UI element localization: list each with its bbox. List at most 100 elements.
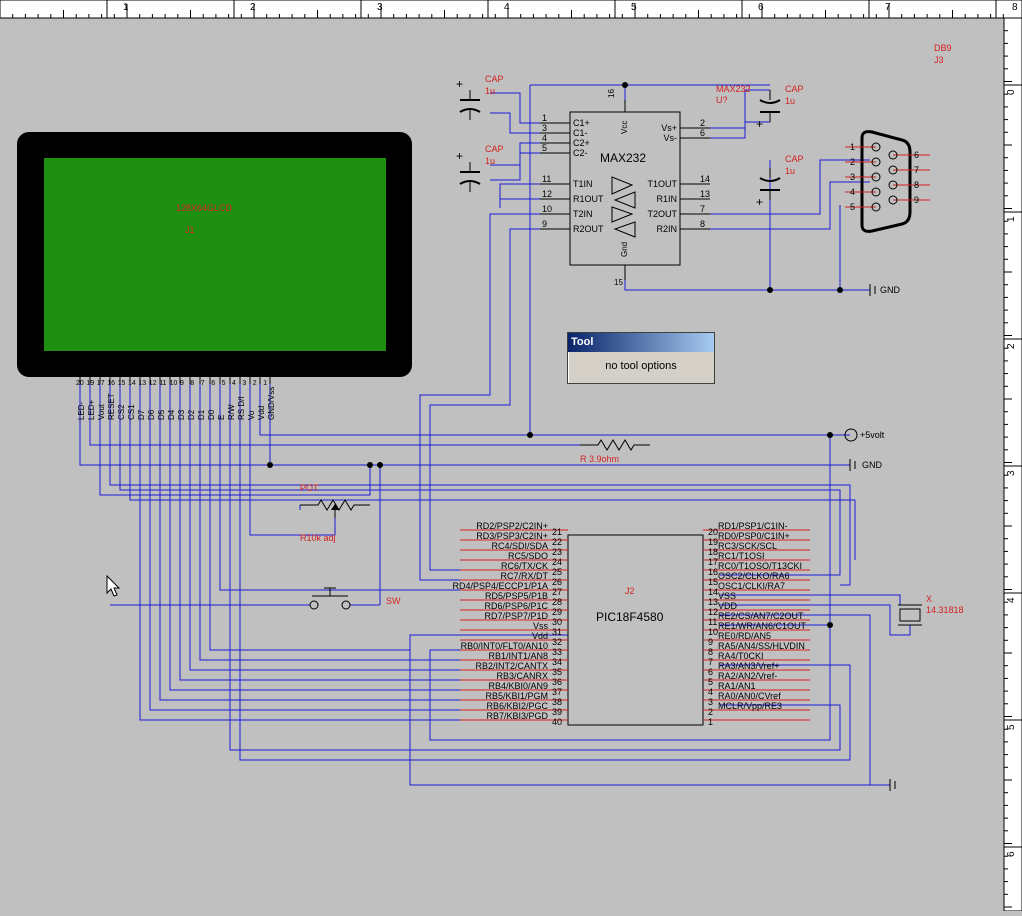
pic-pin-number: 2 (708, 707, 713, 717)
svg-text:R 3.9ohm: R 3.9ohm (580, 454, 619, 464)
pic-pin-name: MCLR/Vpp/RE3 (718, 701, 782, 711)
max232-pin-name: T2OUT (647, 209, 677, 219)
pic-pin-name: VDD (718, 601, 738, 611)
max232-gnd-label: Gnd (620, 242, 629, 257)
max232-driver-icons (611, 176, 636, 238)
crystal-oscillator[interactable]: X 14.31818 (898, 594, 964, 626)
svg-text:X: X (926, 594, 932, 604)
max232-pin-name: R1IN (656, 194, 677, 204)
pic-pin-name: VSS (718, 591, 736, 601)
push-switch[interactable]: SW (309, 587, 401, 610)
lcd-pin-label: D0 (207, 409, 216, 420)
gnd-symbol-main[interactable]: GND (849, 459, 883, 471)
pic-pin-name: RB3/CANRX (496, 671, 548, 681)
ruler-right-label: 5 (1006, 724, 1017, 730)
lcd-pin-number: 15 (118, 380, 126, 387)
max232-pin-name: R2IN (656, 224, 677, 234)
max232-pin-name: Vs- (664, 133, 678, 143)
max232-pin-number: 11 (542, 174, 551, 184)
gnd-symbol-pic[interactable] (889, 779, 896, 791)
pic-pin-name: RD3/PSP3/C2IN+ (476, 531, 548, 541)
pic-pin-number: 26 (552, 577, 562, 587)
plus-icon: + (756, 117, 763, 131)
pic-pin-name: RD5/PSP5/P1B (485, 591, 548, 601)
pic-pin-number: 5 (708, 677, 713, 687)
ruler-top-label: 6 (758, 2, 764, 13)
lcd-pin-label: D4 (167, 409, 176, 420)
resistor-3r9[interactable]: R 3.9ohm (580, 439, 650, 464)
svg-text:GND: GND (880, 285, 901, 295)
max232-id: U? (716, 95, 728, 105)
svg-text:GND: GND (862, 460, 883, 470)
pic-pin-number: 6 (708, 667, 713, 677)
ruler-top-label: 4 (504, 2, 510, 13)
db9-pin-number: 5 (850, 202, 855, 212)
capacitor-ref: CAP (785, 84, 804, 94)
pic-pin-number: 30 (552, 617, 562, 627)
lcd-screen (44, 158, 386, 351)
pic18f4580-chip[interactable]: PIC18F4580 J2 RD2/PSP2/C2IN+21RD3/PSP3/C… (452, 521, 810, 727)
max232-vcc-label: Vcc (620, 121, 629, 134)
pic-pin-name: RB0/INT0/FLT0/AN10 (461, 641, 548, 651)
lcd-pin-label: D6 (147, 409, 156, 420)
pic-pin-name: RB7/KBI3/PGD (486, 711, 548, 721)
pic-pin-number: 7 (708, 657, 713, 667)
pic-pin-number: 15 (708, 577, 718, 587)
pic-pin-name: RA3/AN3/Vref+ (718, 661, 779, 671)
pic-pin-name: RD6/PSP6/P1C (484, 601, 548, 611)
vcc-symbol[interactable]: +5volt (844, 428, 885, 442)
lcd-pin-label: D3 (177, 409, 186, 420)
pic-pin-number: 29 (552, 607, 562, 617)
pic-pin-name: RC6/TX/CK (501, 561, 548, 571)
db9-pin-number: 4 (850, 187, 855, 197)
lcd-pin-number: 1 (263, 380, 267, 387)
lcd-pin-number: 13 (138, 380, 146, 387)
svg-text:POT: POT (300, 483, 319, 493)
pic-pin-name: RA4/T0CKI (718, 651, 764, 661)
potentiometer[interactable]: POT R10k adj (300, 483, 370, 543)
lcd-pin-number: 8 (190, 380, 194, 387)
pic-pin-name: RC3/SCK/SCL (718, 541, 777, 551)
lcd-pin-number: 9 (180, 380, 184, 387)
pic-pin-number: 24 (552, 557, 562, 567)
max232-pin-number: 10 (542, 204, 552, 214)
pic-pin-number: 10 (708, 627, 718, 637)
pic-pin-name: RB1/INT1/AN8 (488, 651, 548, 661)
tool-panel-title[interactable]: Tool (568, 333, 714, 352)
max232-pin-name: C1+ (573, 118, 590, 128)
lcd-pin-label: LED+ (87, 399, 96, 420)
capacitor-value: 1u (485, 86, 495, 96)
lcd-pin-number: 12 (149, 380, 157, 387)
wire-net[interactable] (79, 84, 911, 786)
pic-pin-number: 33 (552, 647, 562, 657)
gnd-symbol-max232[interactable]: GND (869, 284, 901, 296)
pic-pin-number: 38 (552, 697, 562, 707)
pic-pin-name: RC1/T1OSI (718, 551, 765, 561)
pic-pin-name: RB2/INT2/CANTX (475, 661, 548, 671)
max232-pin-number: 12 (542, 189, 552, 199)
pic-pin-number: 4 (708, 687, 713, 697)
max232-pin-number: 4 (542, 133, 547, 143)
pic-pin-number: 31 (552, 627, 562, 637)
db9-pin-number: 2 (850, 157, 855, 167)
tool-panel[interactable]: Tool no tool options (567, 332, 715, 384)
lcd-pin-number: 17 (97, 380, 105, 387)
capacitor-ref: CAP (485, 144, 504, 154)
pic-pin-number: 25 (552, 567, 562, 577)
capacitor-value: 1u (485, 156, 495, 166)
capacitor-value: 1u (785, 166, 795, 176)
lcd-pin-label: RS D/I (237, 396, 246, 420)
pic-pin-number: 23 (552, 547, 562, 557)
svg-text:SW: SW (386, 596, 401, 606)
lcd-pin-label: CS2 (117, 404, 126, 420)
